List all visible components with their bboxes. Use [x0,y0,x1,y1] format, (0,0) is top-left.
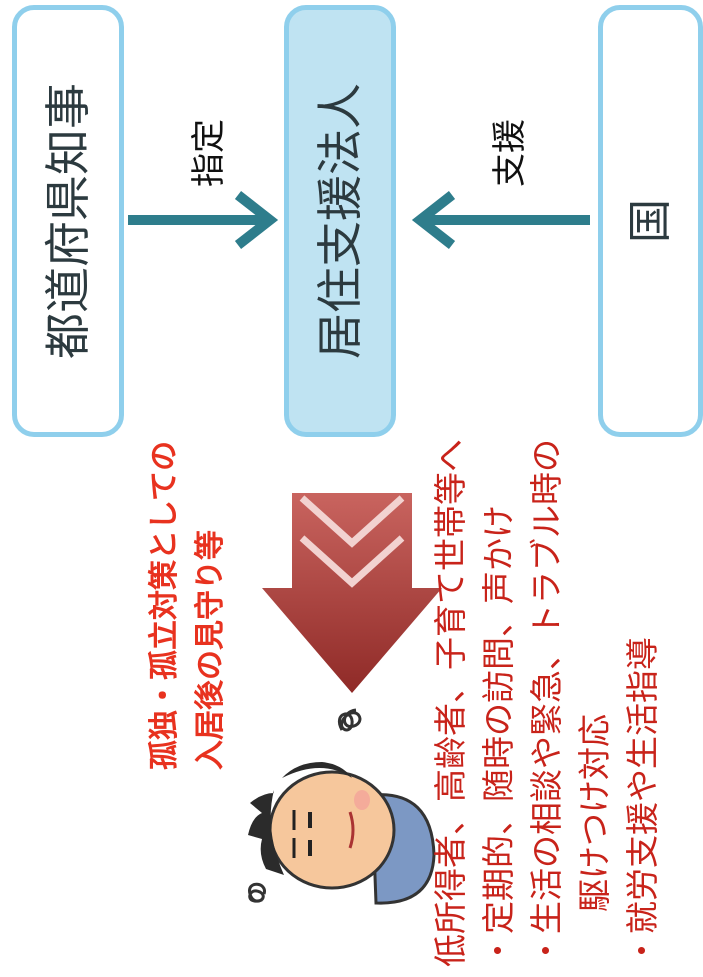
headline-line1: 孤独・孤立対策としての [147,440,182,770]
services-item3: ・就労支援や生活指導 [623,637,662,967]
designation-label: 指定 [189,119,229,187]
state-box: 国 [598,5,703,437]
designation-arrow-icon [128,191,279,249]
services-intro: 低所得者、高齢者、子育て世帯等へ [431,439,470,967]
services-item1: ・定期的、随時の訪問、声かけ [479,505,518,967]
support-label-wrap: 支援 [485,118,535,188]
support-arrow-icon [411,191,590,249]
governor-label: 都道府県知事 [41,83,95,359]
services-item2: ・生活の相談や緊急、トラブル時の [527,439,566,967]
scribble-icon [338,708,362,732]
governor-box: 都道府県知事 [12,5,124,437]
corporation-box: 居住支援法人 [284,5,396,437]
state-label: 国 [624,199,676,243]
services-item2-cont: 駆けつけ対応 [575,714,614,912]
designation-label-wrap: 指定 [184,118,234,188]
corporation-label: 居住支援法人 [313,83,367,359]
worried-person-icon [248,708,436,905]
down-chevron-arrow-icon [262,493,442,693]
support-label: 支援 [490,119,530,187]
